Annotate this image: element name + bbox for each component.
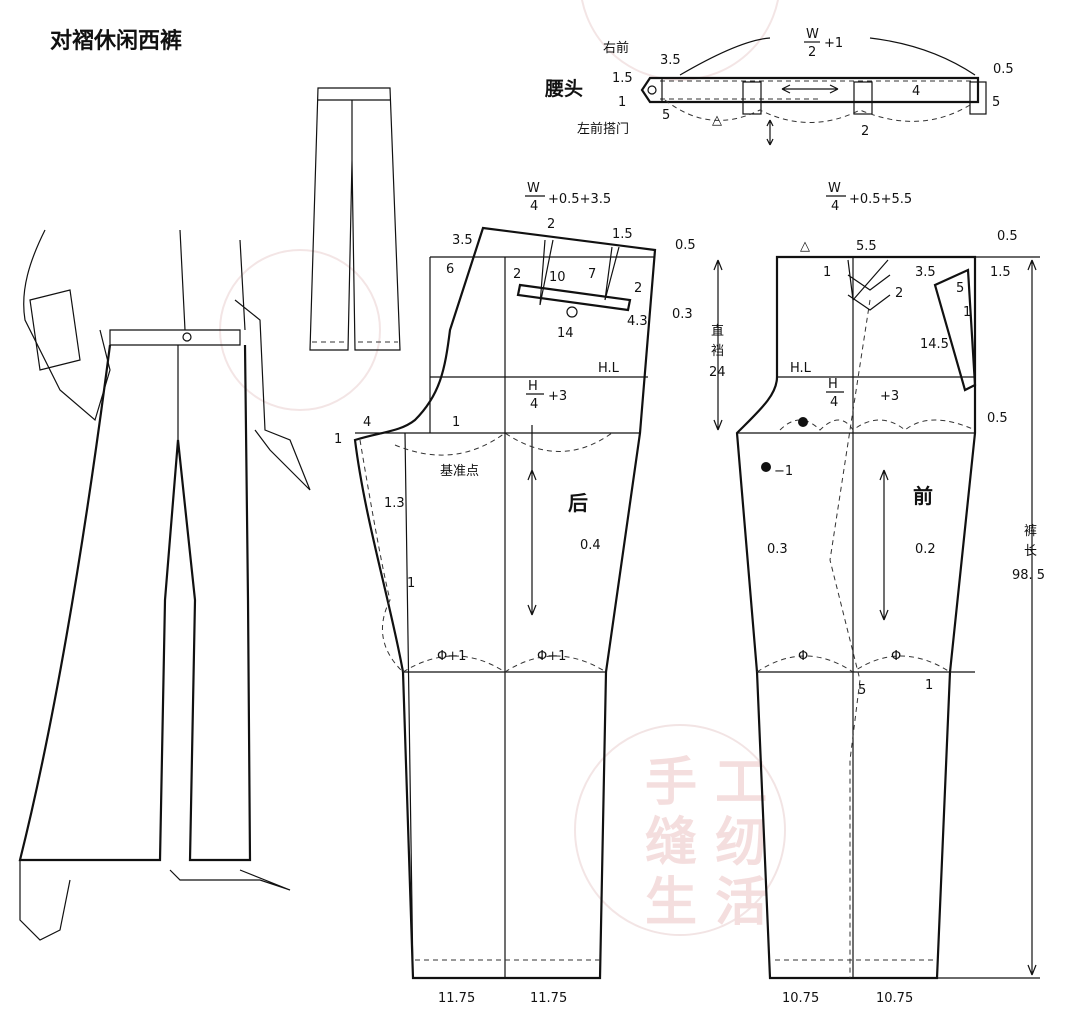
dimension-label: 1 [334,432,342,447]
svg-text:生 活: 生 活 [645,873,767,933]
fraction-numerator: W [806,27,819,42]
dimension-label: 2 [861,124,869,139]
dimension-label: Φ [798,649,808,664]
dimension-label: −1 [774,464,793,479]
fraction-addend: +3 [548,389,567,404]
dimension-label: 2 [895,286,903,301]
svg-text:手 工: 手 工 [645,753,767,813]
waistband-label: 腰头 [544,78,583,100]
dimension-label: 1 [407,576,415,591]
fraction-addend: +3 [880,389,899,404]
dimension-label: 5.5 [856,239,877,254]
trouser-length-value: 98. 5 [1012,568,1045,583]
fraction-denominator: 4 [830,395,838,410]
front-piece-label: 前 [913,484,933,508]
dimension-label: 1.5 [612,227,633,242]
dimension-label: 10.75 [782,991,819,1006]
fraction-addend: +1 [824,36,843,51]
waistband-right-front-label: 右前 [603,40,629,56]
dimension-label: 4 [912,84,920,99]
figure-illustration [18,229,311,941]
waistband-pattern: 腰头 右前 左前搭门 3.5 1.5 1 5 △ W 2 +1 0.5 4 5 … [544,27,1014,146]
trouser-length-label: 长 [1024,544,1037,559]
dimension-label: 11.75 [438,991,475,1006]
crotch-depth-value: 24 [709,365,726,380]
dimension-label: 5 [956,281,964,296]
fraction-addend: +0.5+5.5 [849,192,912,207]
dimension-label: 2 [634,281,642,296]
dimension-label: 14 [557,326,574,341]
dimension-label: 11.75 [530,991,567,1006]
dimension-label: 1.5 [990,265,1011,280]
dimension-label: 3.5 [452,233,473,248]
dimension-label: 14.5 [920,337,949,352]
dimension-label: 1 [963,305,971,320]
dimension-label: 0.5 [987,411,1008,426]
trouser-length-label: 裤 [1024,524,1037,539]
dimension-label: 3.5 [915,265,936,280]
fraction-numerator: H [828,377,838,392]
dimension-label: 0.5 [997,229,1018,244]
dimension-label: 5 [858,683,866,698]
waistband-left-front-overlap-label: 左前搭门 [577,121,629,137]
hip-line-label: H.L [598,361,620,376]
fraction-denominator: 4 [831,199,839,214]
trouser-length-dimension: 裤 长 98. 5 [1012,259,1045,976]
dimension-label: Φ [891,649,901,664]
fraction-denominator: 4 [530,397,538,412]
dimension-label: 10 [549,270,566,285]
back-trouser-pattern: W 4 +0.5+3.5 H 4 +3 H.L 基准点 后 3.5 6 2 10… [334,181,696,1006]
svg-text:缝 纫: 缝 纫 [645,813,767,873]
notch-mark: △ [712,113,722,128]
dimension-label: 1.5 [612,71,633,86]
dimension-label: 1 [452,415,460,430]
dimension-label: 2 [513,267,521,282]
dimension-label: 0.2 [915,542,936,557]
hip-line-label: H.L [790,361,812,376]
fraction-numerator: W [828,181,841,196]
dimension-label: 7 [588,267,596,282]
dimension-label: 6 [446,262,454,277]
dimension-label: Φ+1 [437,649,466,664]
dimension-label: 0.5 [993,62,1014,77]
title: 对褶休闲西裤 [50,28,182,54]
reference-point-label: 基准点 [440,464,479,479]
fraction-denominator: 2 [808,45,816,60]
dimension-label: 3.5 [660,53,681,68]
notch-mark: △ [800,239,810,254]
dimension-label: 0.4 [580,538,601,553]
dimension-label: 1 [823,265,831,280]
dimension-label: 0.3 [672,307,693,322]
dimension-label: 5 [662,108,670,123]
fraction-denominator: 4 [530,199,538,214]
fraction-numerator: W [527,181,540,196]
dimension-label: 10.75 [876,991,913,1006]
dimension-label: 4.3 [627,314,648,329]
crotch-depth-dimension: 直 裆 24 [709,259,726,431]
dimension-label: 1 [925,678,933,693]
dimension-label: 2 [547,217,555,232]
dimension-label: 0.5 [675,238,696,253]
back-piece-label: 后 [568,491,588,515]
crotch-depth-label: 直 [711,324,724,339]
fraction-numerator: H [528,379,538,394]
dimension-label: 5 [992,95,1000,110]
dimension-label: 1.3 [384,496,405,511]
watermark: 手 工 缝 纫 生 活 [219,0,786,936]
dimension-label: 4 [363,415,371,430]
front-trouser-pattern: W 4 +0.5+5.5 H 4 +3 H.L 前 △ 5.5 1 2 0.5 … [735,181,1040,1006]
dimension-label: 0.3 [767,542,788,557]
dimension-label: Φ+1 [537,649,566,664]
dimension-label: 1 [618,95,626,110]
crotch-depth-label: 裆 [711,344,724,359]
trousers-flat-sketch [309,87,401,351]
fraction-addend: +0.5+3.5 [548,192,611,207]
